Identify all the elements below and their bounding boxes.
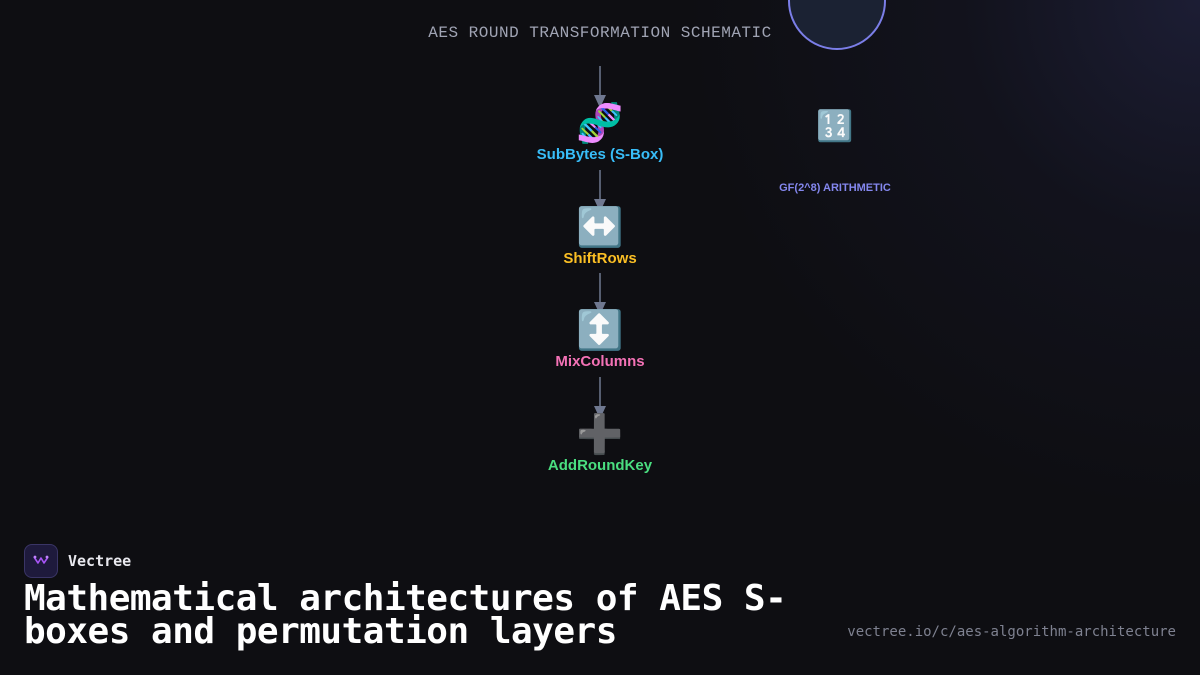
left-right-arrow-icon: ↔️ bbox=[576, 207, 624, 249]
step-subbytes: 🧬 SubBytes (S-Box) bbox=[500, 102, 700, 163]
step-mixcolumns: ↕️ MixColumns bbox=[500, 309, 700, 370]
up-down-arrow-icon: ↕️ bbox=[576, 310, 624, 352]
step-label-addroundkey: AddRoundKey bbox=[547, 457, 653, 474]
brand: Vectree bbox=[24, 544, 131, 578]
step-label-mixcolumns: MixColumns bbox=[555, 353, 645, 370]
dna-icon: 🧬 bbox=[576, 103, 624, 145]
diagram-title: AES ROUND TRANSFORMATION SCHEMATIC bbox=[428, 24, 772, 42]
numbers-icon: 🔢 bbox=[816, 110, 854, 143]
arrow-1 bbox=[594, 66, 606, 108]
source-url[interactable]: vectree.io/c/aes-algorithm-architecture bbox=[847, 624, 1176, 640]
step-label-shiftrows: ShiftRows bbox=[563, 250, 637, 267]
arrow-2 bbox=[594, 170, 606, 212]
brand-logo-icon bbox=[24, 544, 58, 578]
plus-icon: ➕ bbox=[576, 414, 624, 456]
step-shiftrows: ↔️ ShiftRows bbox=[500, 206, 700, 267]
step-addroundkey: ➕ AddRoundKey bbox=[500, 413, 700, 474]
headline: Mathematical architectures of AES S-boxe… bbox=[24, 578, 787, 652]
arrow-4 bbox=[594, 377, 606, 419]
side-node-label: GF(2^8) ARITHMETIC bbox=[779, 182, 891, 194]
arrow-3 bbox=[594, 273, 606, 315]
brand-name: Vectree bbox=[68, 552, 132, 570]
step-label-subbytes: SubBytes (S-Box) bbox=[536, 146, 664, 163]
